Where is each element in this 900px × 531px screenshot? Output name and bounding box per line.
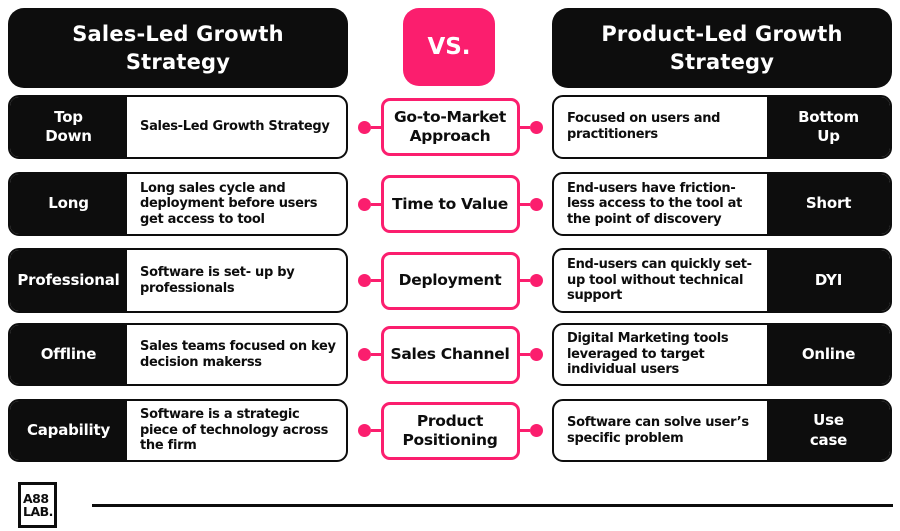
dimension-box: Product Positioning — [380, 401, 520, 460]
connector-dot-right — [529, 197, 543, 211]
right-label: Use case — [767, 401, 890, 460]
dimension-box: Go-to-Market Approach — [380, 98, 520, 156]
dimension-wrap: Deployment — [348, 248, 552, 313]
connector-dot-left — [357, 424, 371, 437]
connector-line-left — [370, 353, 381, 356]
dimension-wrap: Time to Value — [348, 172, 552, 236]
right-label: Bottom Up — [767, 97, 890, 157]
footer-divider-line — [92, 504, 893, 507]
connector-line-left — [370, 429, 381, 432]
connector-dot-left — [357, 120, 371, 134]
comparison-row-sales-channel: Offline Sales teams focused on key decis… — [8, 323, 892, 386]
comparison-row-product-positioning: Capability Software is a strategic piece… — [8, 399, 892, 462]
product-led-header: Product-Led Growth Strategy — [552, 8, 892, 88]
dimension-box: Time to Value — [380, 175, 520, 233]
connector-line-left — [370, 279, 381, 282]
right-label: Online — [767, 325, 890, 384]
right-label: DYI — [767, 250, 890, 311]
connector-line-left — [370, 125, 381, 129]
connector-line-right — [519, 202, 530, 206]
dimension-box: Deployment — [380, 251, 520, 310]
sales-led-header: Sales-Led Growth Strategy — [8, 8, 348, 88]
connector-dot-right — [529, 274, 543, 287]
connector-dot-right — [529, 424, 543, 437]
sales-led-cell: Capability Software is a strategic piece… — [8, 399, 348, 462]
logo-line-1: A88 — [23, 490, 49, 506]
connector-line-right — [519, 429, 530, 432]
left-text: Long sales cycle and deployment before u… — [140, 180, 318, 227]
right-text: Software can solve user’s specific probl… — [567, 414, 749, 446]
sales-led-cell: Professional Software is set- up by prof… — [8, 248, 348, 313]
product-led-cell: End-users have friction-less access to t… — [552, 172, 892, 236]
dimension-wrap: Product Positioning — [348, 399, 552, 462]
product-led-cell: Focused on users and practitioners Botto… — [552, 95, 892, 159]
connector-dot-left — [357, 197, 371, 211]
connector-line-left — [370, 202, 381, 206]
comparison-row-time-to-value: Long Long sales cycle and deployment bef… — [8, 172, 892, 236]
right-label: Short — [767, 174, 890, 234]
a88lab-logo: A88 LAB. — [18, 482, 57, 528]
left-text: Software is a strategic piece of technol… — [140, 407, 329, 454]
logo-line-2: LAB. — [23, 504, 53, 519]
left-label: Top Down — [10, 97, 127, 157]
left-text: Sales-Led Growth Strategy — [140, 119, 330, 135]
left-label: Long — [10, 174, 127, 234]
dimension-wrap: Go-to-Market Approach — [348, 95, 552, 159]
product-led-cell: Software can solve user’s specific probl… — [552, 399, 892, 462]
connector-line-right — [519, 125, 530, 129]
comparison-row-deployment: Professional Software is set- up by prof… — [8, 248, 892, 313]
right-text: End-users can quickly set-up tool withou… — [567, 257, 752, 304]
connector-dot-left — [357, 274, 371, 287]
right-text: Focused on users and practitioners — [567, 111, 721, 142]
connector-line-right — [519, 279, 530, 282]
sales-led-cell: Offline Sales teams focused on key decis… — [8, 323, 348, 386]
left-label: Offline — [10, 325, 127, 384]
product-led-cell: End-users can quickly set-up tool withou… — [552, 248, 892, 313]
connector-dot-left — [357, 348, 371, 361]
left-label: Capability — [10, 401, 127, 460]
connector-dot-right — [529, 348, 543, 361]
product-led-cell: Digital Marketing tools leveraged to tar… — [552, 323, 892, 386]
left-label: Professional — [10, 250, 127, 311]
left-text: Sales teams focused on key decision make… — [140, 338, 336, 370]
sales-led-cell: Top Down Sales-Led Growth Strategy — [8, 95, 348, 159]
connector-dot-right — [529, 120, 543, 134]
right-text: Digital Marketing tools leveraged to tar… — [567, 331, 729, 378]
dimension-box: Sales Channel — [380, 325, 520, 384]
vs-badge: VS. — [403, 8, 495, 86]
sales-led-cell: Long Long sales cycle and deployment bef… — [8, 172, 348, 236]
comparison-row-go-to-market: Top Down Sales-Led Growth Strategy Go-to… — [8, 95, 892, 159]
connector-line-right — [519, 353, 530, 356]
right-text: End-users have friction-less access to t… — [567, 180, 743, 227]
left-text: Software is set- up by professionals — [140, 264, 295, 296]
dimension-wrap: Sales Channel — [348, 323, 552, 386]
